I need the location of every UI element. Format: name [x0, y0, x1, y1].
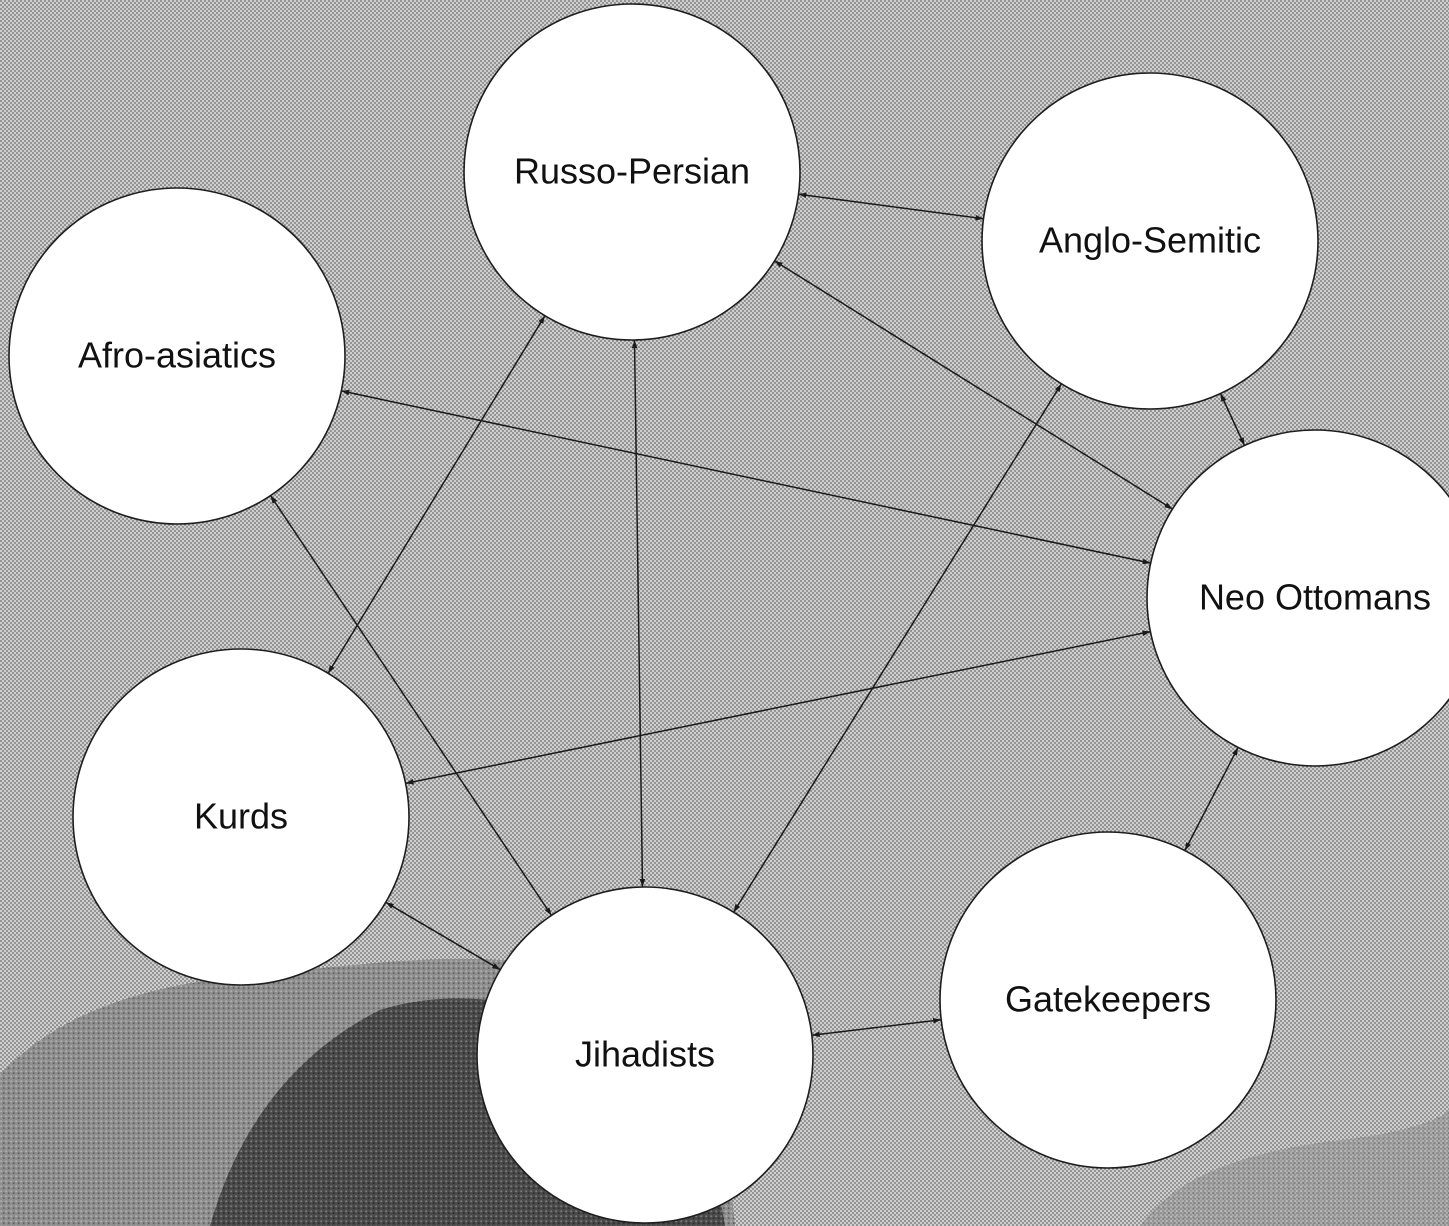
edges-layer [269, 192, 1246, 1038]
node-label: Kurds [194, 796, 288, 837]
node-jihadists: Jihadists [476, 886, 814, 1224]
edge-neo-ottomans-to-gatekeepers [1184, 747, 1239, 851]
edge-anglo-semitic-to-neo-ottomans [1219, 393, 1246, 446]
node-russo-persian: Russo-Persian [463, 3, 801, 341]
node-circle [981, 72, 1319, 410]
node-circle [939, 831, 1277, 1169]
node-circle [72, 648, 410, 986]
node-label: Russo-Persian [514, 151, 750, 192]
node-label: Neo Ottomans [1199, 577, 1431, 618]
node-neo-ottomans: Neo Ottomans [1146, 429, 1449, 767]
nodes-layer: Russo-PersianAnglo-SemiticAfro-asiaticsN… [8, 3, 1449, 1224]
edge-russo-persian-to-anglo-semitic [798, 192, 984, 221]
node-circle [8, 187, 346, 525]
edge-jihadists-to-gatekeepers [811, 1017, 942, 1038]
node-anglo-semitic: Anglo-Semitic [981, 72, 1319, 410]
node-kurds: Kurds [72, 648, 410, 986]
node-label: Jihadists [575, 1034, 715, 1075]
edge-afro-asiatics-to-neo-ottomans [341, 389, 1151, 565]
edge-kurds-to-jihadists [385, 901, 501, 971]
edge-neo-ottomans-to-kurds [405, 630, 1151, 785]
node-circle [1146, 429, 1449, 767]
node-gatekeepers: Gatekeepers [939, 831, 1277, 1169]
node-circle [463, 3, 801, 341]
node-afro-asiatics: Afro-asiatics [8, 187, 346, 525]
node-label: Anglo-Semitic [1039, 220, 1261, 261]
node-label: Afro-asiatics [78, 335, 276, 376]
node-label: Gatekeepers [1005, 979, 1211, 1020]
node-circle [476, 886, 814, 1224]
